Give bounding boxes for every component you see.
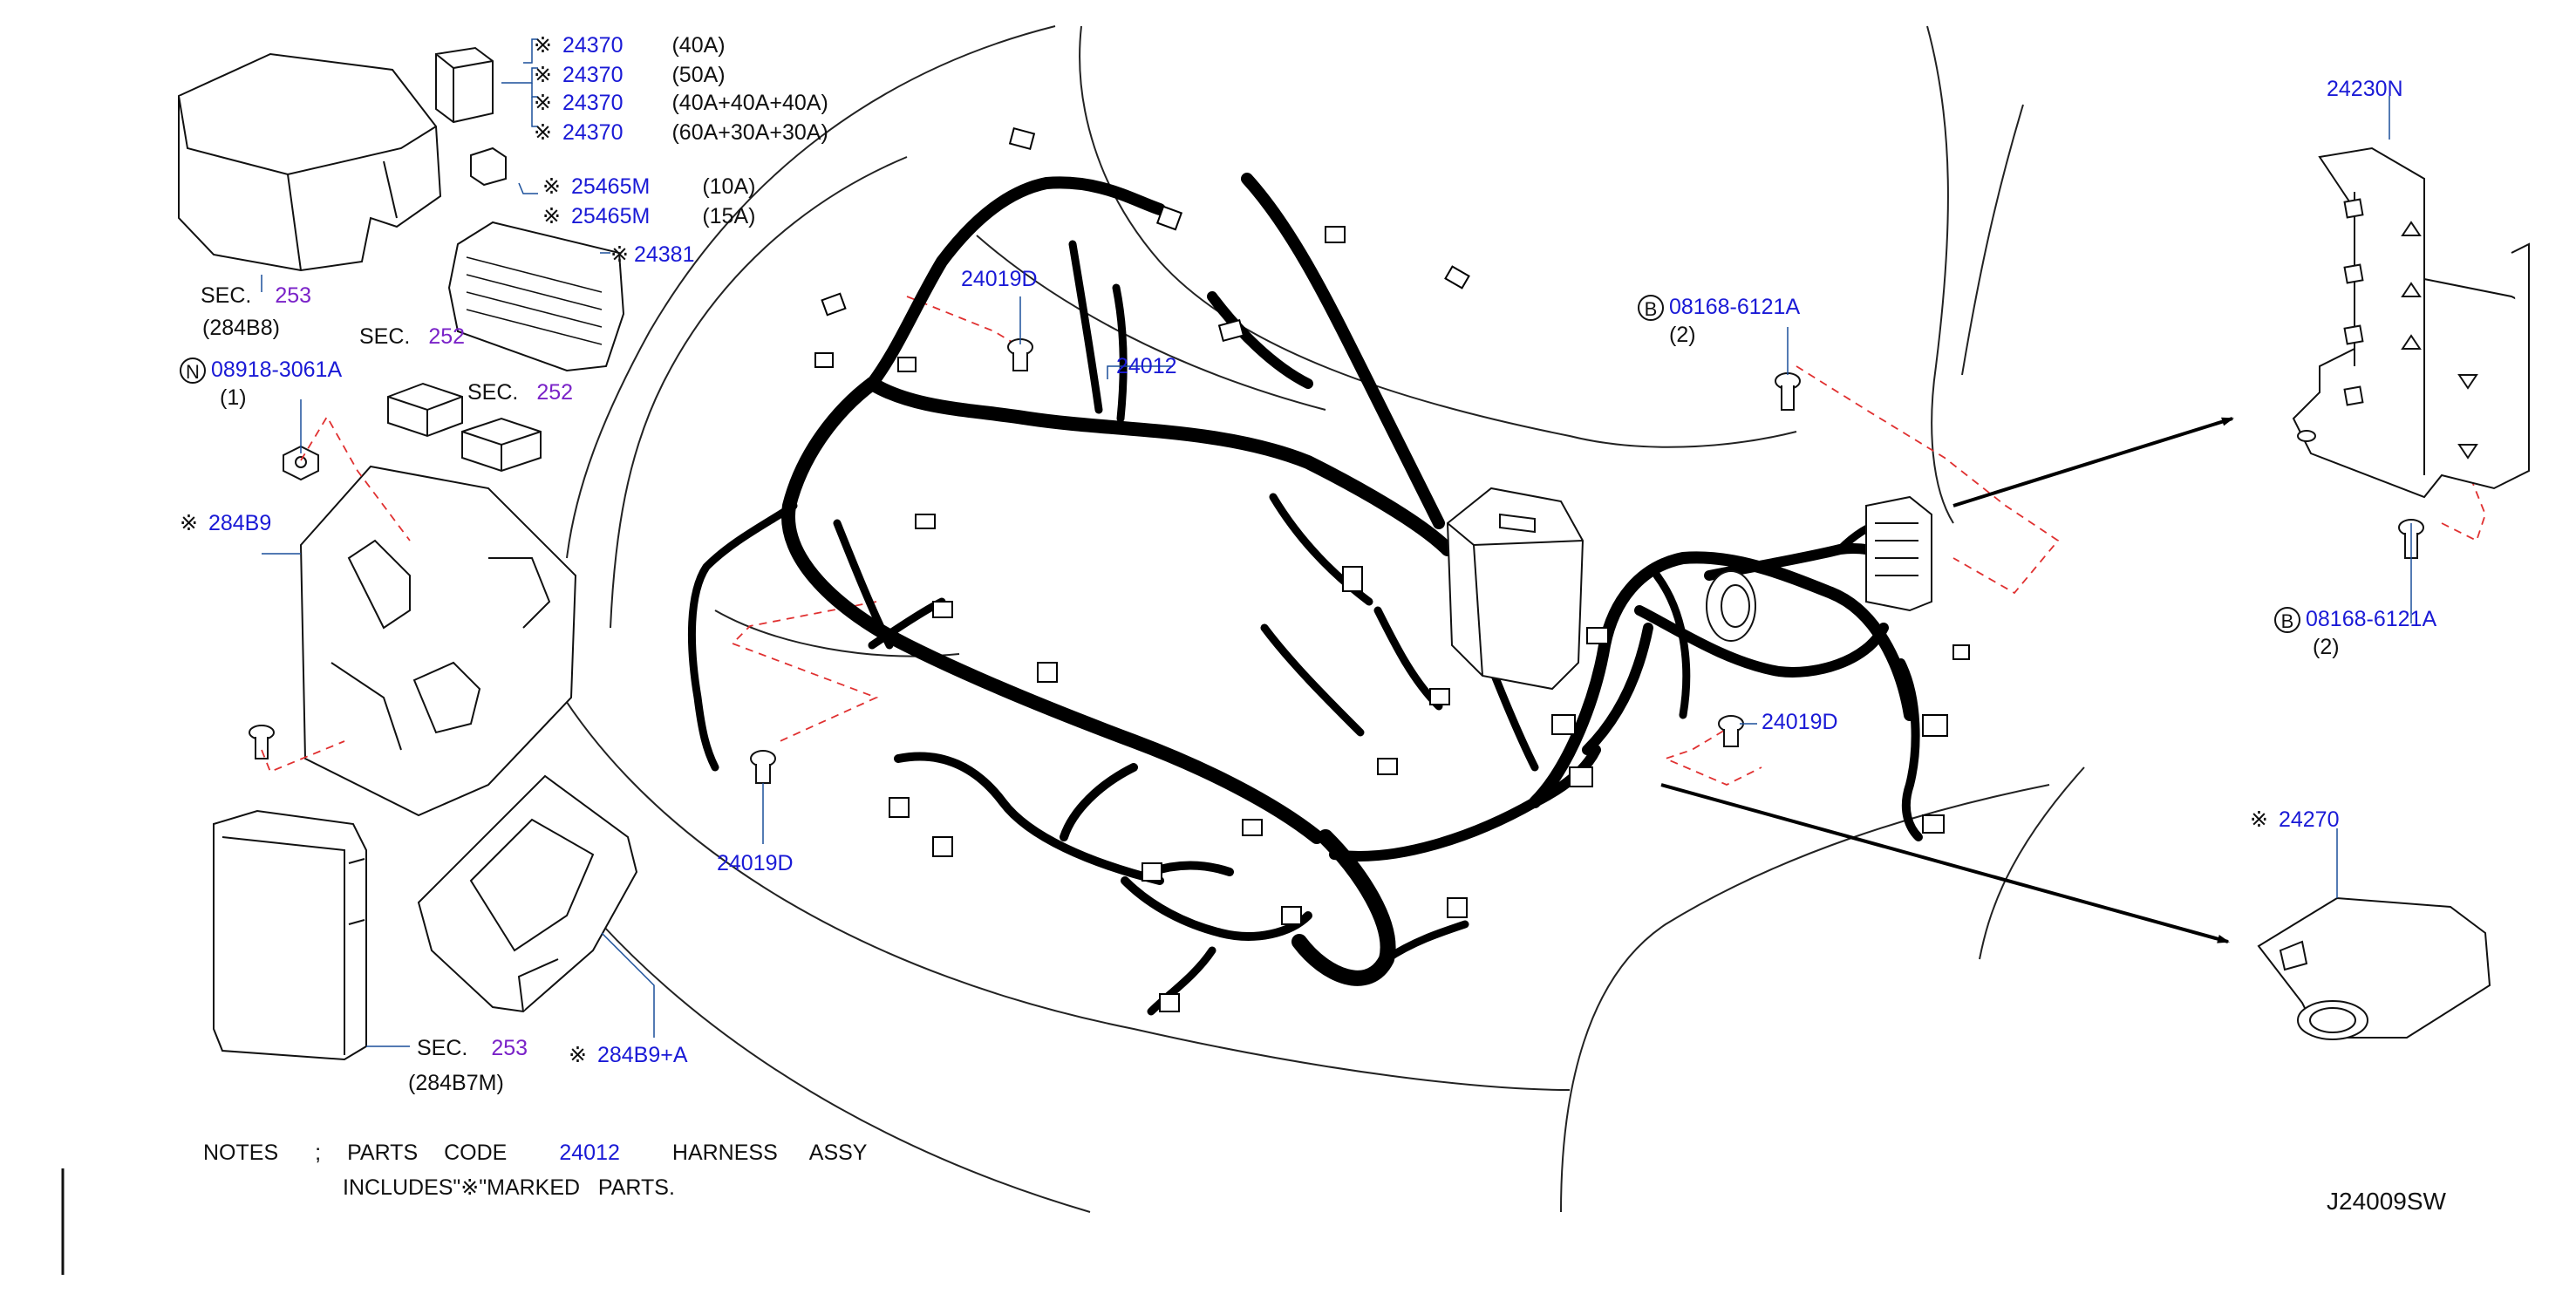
mini-fuse-label-2: ※25465M(15A) [542, 204, 756, 228]
sec-relay-2-label: SEC. 252 [467, 380, 574, 405]
grommet [1706, 570, 1756, 642]
ecm-box [213, 809, 367, 1061]
bracket-label: ※284B9 [180, 511, 272, 535]
sec-relay-1-label: SEC. 252 [359, 324, 466, 349]
protector [2257, 896, 2491, 1040]
clip-icon-top [1007, 338, 1033, 371]
cover-label: ※284B9+A [569, 1043, 688, 1067]
fuse-label-2: ※24370(50A) [534, 63, 726, 87]
bolt-right-qty: (2) [2313, 635, 2340, 659]
clip-label-right: 24019D [1762, 710, 1838, 734]
relay-block [447, 221, 625, 372]
sec-top-label: SEC. 253 [201, 283, 312, 308]
leader-lines-right [762, 96, 2412, 898]
harness-fuse-box [1446, 487, 1584, 691]
bolt-icon-top [1775, 372, 1801, 411]
harness-connectors [814, 126, 1970, 1012]
clip-icon-right [1718, 715, 1744, 747]
dashed-assembly-lines [261, 296, 2486, 786]
pointer-arrows [1660, 417, 2234, 943]
sec-bottom-label: SEC. 253 [417, 1036, 528, 1060]
diagram-code: J24009SW [2327, 1188, 2446, 1215]
relay-box-cover [178, 52, 442, 272]
clip-icons [750, 338, 1744, 784]
fuse-label-1: ※24370(40A) [534, 33, 726, 58]
mini-fuse [470, 146, 507, 187]
protector-label: ※24270 [2250, 807, 2340, 832]
clip-label-left: 24019D [717, 851, 794, 875]
relay-block-label: ※24381 [610, 242, 695, 267]
notes-line-2: INCLUDES"※"MARKED PARTS. [343, 1175, 675, 1200]
relay-2 [461, 417, 542, 473]
mini-fuse-label-1: ※25465M(10A) [542, 174, 756, 199]
clip-icon-left [750, 750, 776, 784]
bolt-top-qty: (2) [1669, 323, 1696, 347]
connector-block-right [1865, 495, 1932, 612]
mounting-bracket [299, 465, 577, 817]
leader-lines-left [261, 38, 655, 1047]
sec-top-sub: (284B8) [202, 316, 280, 340]
clip-label-top: 24019D [961, 267, 1038, 291]
bolt-icon [249, 725, 275, 759]
relay-1 [387, 382, 463, 438]
right-bracket [2292, 146, 2530, 499]
nut-qty: (1) [220, 385, 247, 410]
right-bracket-label: 24230N [2327, 77, 2403, 101]
lower-cover [417, 774, 638, 1013]
fuse-label-4: ※24370(60A+30A+30A) [534, 120, 828, 145]
sec-bottom-sub: (284B7M) [408, 1071, 504, 1095]
fuse-label-3: ※24370(40A+40A+40A) [534, 91, 828, 115]
fusible-link [435, 46, 494, 124]
harness-label: 24012 [1116, 354, 1177, 378]
